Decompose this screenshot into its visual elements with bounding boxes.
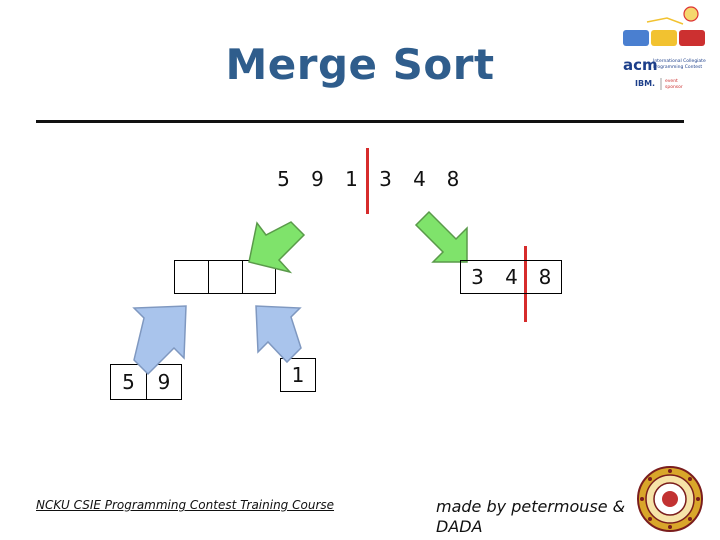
array-cell: 1 <box>345 167 358 191</box>
title-divider <box>36 120 684 123</box>
credit-footer: made by petermouse & DADA <box>436 497 626 536</box>
array-cell: 5 <box>277 167 290 191</box>
green-arrow-down-right-icon <box>414 210 468 263</box>
array-cell: 3 <box>379 167 392 191</box>
array-cell: 9 <box>146 364 182 400</box>
array-cell: 4 <box>505 265 518 289</box>
array-cell: 8 <box>446 167 460 191</box>
array-cell: 1 <box>280 358 316 392</box>
course-footer: NCKU CSIE Programming Contest Training C… <box>36 498 335 512</box>
page-title: Merge Sort <box>225 40 495 89</box>
blue-arrow-up-left-icon <box>255 305 302 364</box>
bulb-icon <box>683 6 699 22</box>
split-line-top <box>366 148 369 214</box>
right-middle-array-border <box>460 260 562 294</box>
array-cell: 9 <box>311 167 324 191</box>
svg-text:International Collegiate: International Collegiate <box>653 58 706 64</box>
array-cell <box>208 260 243 294</box>
ibm-logo-text: IBM. <box>635 79 655 88</box>
acm-icpc-logo: acm International Collegiate Programming… <box>617 4 713 92</box>
blue-arrow-up-right-icon <box>132 305 187 376</box>
svg-text:sponsor: sponsor <box>665 84 683 90</box>
green-arrow-down-left-icon <box>248 221 306 274</box>
array-cell: 3 <box>471 265 484 289</box>
array-cell: 5 <box>110 364 147 400</box>
acm-logo-text: acm <box>623 56 658 74</box>
svg-text:event: event <box>665 78 678 84</box>
array-cell: 4 <box>413 167 426 191</box>
svg-text:Programming Contest: Programming Contest <box>653 64 702 70</box>
array-cell: 8 <box>538 265 552 289</box>
split-line-right <box>524 246 527 322</box>
university-seal-icon <box>636 465 704 533</box>
